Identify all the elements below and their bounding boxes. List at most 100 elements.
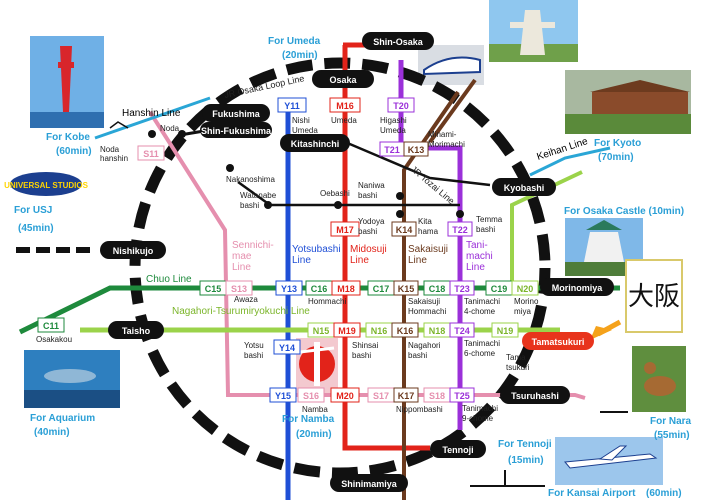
hub-fukushima[interactable]: Fukushima xyxy=(202,104,270,122)
code-n20[interactable]: N20 xyxy=(511,280,539,296)
code-m20[interactable]: M20 xyxy=(330,387,360,403)
code-m18[interactable]: M18 xyxy=(331,280,361,296)
svg-text:N19: N19 xyxy=(497,326,514,336)
svg-text:Morinomiya: Morinomiya xyxy=(552,283,604,293)
svg-text:T23: T23 xyxy=(454,284,470,294)
tamatsukuri-arrow xyxy=(596,319,622,337)
photo-kiyomizu-temple xyxy=(565,70,691,134)
svg-text:Shin-Osaka: Shin-Osaka xyxy=(373,37,424,47)
code-y11[interactable]: Y11 xyxy=(277,97,307,113)
code-s13[interactable]: S13 xyxy=(225,280,253,296)
code-s17[interactable]: S17 xyxy=(367,387,395,403)
code-c17[interactable]: C17 xyxy=(367,280,395,296)
code-y14[interactable]: Y14 xyxy=(273,339,301,355)
code-t24[interactable]: T24 xyxy=(449,322,475,338)
station-noda: Noda xyxy=(160,124,180,133)
svg-text:K16: K16 xyxy=(397,326,414,336)
code-n19[interactable]: N19 xyxy=(491,322,519,338)
station-hommachi: Hommachi xyxy=(308,297,346,306)
code-k16[interactable]: K16 xyxy=(391,322,419,338)
code-k13[interactable]: K13 xyxy=(403,141,429,157)
code-c11[interactable]: C11 xyxy=(37,317,65,333)
code-y15[interactable]: Y15 xyxy=(269,387,297,403)
hub-taisho[interactable]: Taisho xyxy=(108,321,164,339)
code-n15[interactable]: N15 xyxy=(307,322,335,338)
dest-umeda[interactable]: For Umeda (20min) xyxy=(268,36,321,61)
hub-shin-fukushima[interactable]: Shin-Fukushima xyxy=(200,122,272,138)
svg-text:Tamatsukuri: Tamatsukuri xyxy=(532,337,585,347)
hub-kitashinchi[interactable]: Kitashinchi xyxy=(280,134,350,152)
svg-text:T22: T22 xyxy=(452,225,468,235)
hanshin-line-label: Hanshin Line xyxy=(122,108,181,119)
svg-text:C11: C11 xyxy=(43,321,59,331)
code-k17[interactable]: K17 xyxy=(393,387,419,403)
photo-aquarium xyxy=(24,350,120,408)
code-c19[interactable]: C19 xyxy=(485,280,513,296)
svg-text:T25: T25 xyxy=(454,391,470,401)
code-t20[interactable]: T20 xyxy=(387,97,415,113)
code-t22[interactable]: T22 xyxy=(447,221,473,237)
dest-kansai-airport[interactable]: For Kansai Airport (60min) xyxy=(548,488,682,499)
code-t21[interactable]: T21 xyxy=(379,141,405,157)
svg-text:S13: S13 xyxy=(231,284,247,294)
hub-nishikujo[interactable]: Nishikujo xyxy=(100,241,166,259)
hub-tennoji[interactable]: Tennoji xyxy=(430,440,486,458)
svg-text:N20: N20 xyxy=(517,284,534,294)
svg-text:Fukushima: Fukushima xyxy=(212,109,261,119)
dest-tennoji[interactable]: For Tennoji (15min) xyxy=(498,439,552,466)
code-c18[interactable]: C18 xyxy=(423,280,451,296)
code-k15[interactable]: K15 xyxy=(393,280,419,296)
dest-aquarium[interactable]: For Aquarium (40min) xyxy=(30,413,95,438)
svg-text:Tennoji: Tennoji xyxy=(442,445,473,455)
photo-nara-deer xyxy=(632,346,686,412)
hanshin-line xyxy=(94,96,211,140)
hub-osaka[interactable]: Osaka xyxy=(312,70,374,88)
station-oebashi: Oebashi xyxy=(320,189,350,198)
code-c15[interactable]: C15 xyxy=(199,280,227,296)
code-m17[interactable]: M17 xyxy=(330,221,360,237)
code-n18[interactable]: N18 xyxy=(423,322,451,338)
dot-naniwabashi xyxy=(396,192,404,200)
code-s18[interactable]: S18 xyxy=(423,387,451,403)
svg-text:For Kobe: For Kobe xyxy=(46,132,90,143)
code-y13[interactable]: Y13 xyxy=(275,280,303,296)
code-s11[interactable]: S11 xyxy=(137,145,165,161)
dest-namba[interactable]: For Namba (20min) xyxy=(282,414,335,440)
dest-kyoto[interactable]: For Kyoto (70min) xyxy=(594,138,641,163)
svg-text:For Tennoji: For Tennoji xyxy=(498,439,552,450)
code-m16[interactable]: M16 xyxy=(329,97,361,113)
hub-tamatsukuri[interactable]: Tamatsukuri xyxy=(522,332,594,350)
code-t23[interactable]: T23 xyxy=(449,280,475,296)
hub-morinomiya[interactable]: Morinomiya xyxy=(540,278,614,296)
dest-kobe[interactable]: For Kobe (60min) xyxy=(46,132,92,157)
code-m19[interactable]: M19 xyxy=(333,322,361,338)
code-t25[interactable]: T25 xyxy=(449,387,475,403)
svg-text:For Kyoto: For Kyoto xyxy=(594,138,641,149)
dest-nara[interactable]: For Nara (55min) xyxy=(650,416,692,441)
keihan-line xyxy=(529,146,611,177)
svg-text:Osaka: Osaka xyxy=(329,75,357,85)
svg-text:Shin-Fukushima: Shin-Fukushima xyxy=(201,126,272,136)
svg-text:(20min): (20min) xyxy=(282,50,318,61)
code-s16[interactable]: S16 xyxy=(297,387,325,403)
hub-tsuruhashi[interactable]: Tsuruhashi xyxy=(500,386,570,404)
hub-shinimamiya[interactable]: Shinimamiya xyxy=(330,474,408,492)
station-dots xyxy=(148,130,464,218)
svg-text:Shinimamiya: Shinimamiya xyxy=(341,479,398,489)
code-n16[interactable]: N16 xyxy=(365,322,393,338)
code-c16[interactable]: C16 xyxy=(305,280,333,296)
code-k14[interactable]: K14 xyxy=(391,221,417,237)
kobe-arrow xyxy=(109,121,129,129)
hub-shin-osaka[interactable]: Shin-Osaka xyxy=(362,32,434,50)
dest-usj[interactable]: For USJ (45min) xyxy=(14,205,54,234)
hub-kyobashi[interactable]: Kyobashi xyxy=(492,178,556,196)
svg-text:Kyobashi: Kyobashi xyxy=(504,183,545,193)
dest-castle[interactable]: For Osaka Castle (10min) xyxy=(564,206,684,217)
svg-text:For Nara: For Nara xyxy=(650,416,692,427)
